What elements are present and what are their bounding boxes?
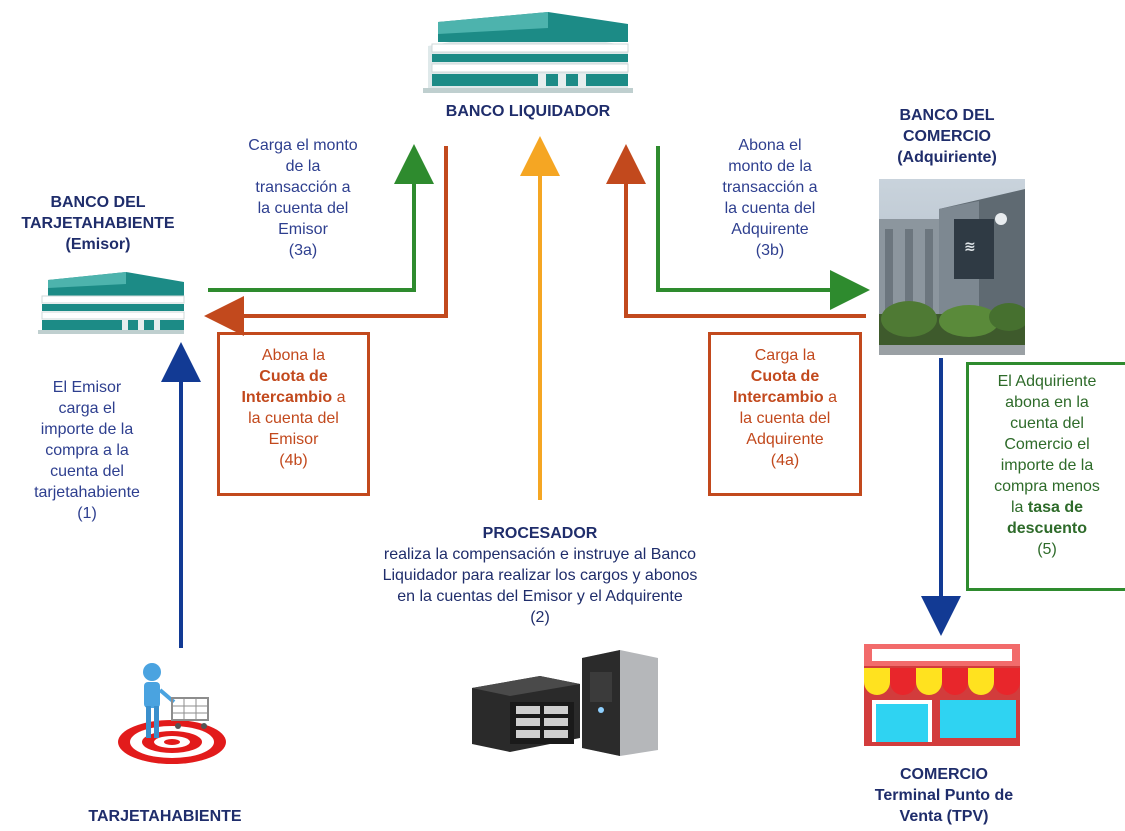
text-line: (3b) [755, 242, 785, 259]
text-line: (4b) [279, 452, 308, 469]
text-line: Emisor [268, 431, 319, 448]
procesador-description: realiza la compensación e instruye al Ba… [330, 544, 750, 628]
store-awning [864, 668, 1020, 695]
emisor-bank-icon [38, 272, 185, 334]
text-line: Adquirente [731, 221, 809, 238]
bold-text: Intercambio [241, 389, 333, 406]
text-line: abona en la [1005, 394, 1089, 411]
banco-comercio-title: BANCO DEL COMERCIO (Adquiriente) [872, 105, 1022, 168]
arrow-3a [208, 144, 434, 292]
text-line: compra menos [994, 478, 1100, 495]
arrow-4a [606, 144, 866, 318]
title-line: BANCO DEL [50, 194, 146, 211]
text-line: Liquidador para realizar los cargos y ab… [382, 567, 698, 584]
arrow-4b [204, 146, 448, 336]
step-4a-box: Carga la Cuota de Intercambio a la cuent… [708, 332, 862, 496]
text-line: (1) [77, 505, 97, 522]
arrow-3b [656, 146, 870, 310]
title-line: (Adquiriente) [897, 149, 997, 166]
text-line: transacción a [722, 179, 818, 196]
text-line: la cuenta del [248, 410, 339, 427]
text-line: Comercio el [1004, 436, 1090, 453]
text-line: (3a) [288, 242, 318, 259]
text-pre: la [1010, 499, 1024, 516]
cardholder-shopping-icon [118, 663, 226, 764]
title-line: (Emisor) [65, 236, 131, 253]
text-line: compra a la [45, 442, 129, 459]
text-line: Abona el [738, 137, 802, 154]
text-line: Adquirente [746, 431, 824, 448]
banco-liquidador-title: BANCO LIQUIDADOR [445, 103, 611, 120]
text-line: la tasa de [969, 497, 1125, 518]
text-line: la cuenta del [739, 410, 831, 427]
title-line: COMERCIO [903, 128, 991, 145]
text-line: Cuota de [750, 368, 820, 385]
text-line: El Emisor [52, 379, 122, 396]
text-line: Carga el monto [248, 137, 358, 154]
text-line: descuento [1006, 520, 1087, 537]
procesador-title: PROCESADOR [482, 525, 598, 542]
store-icon [864, 644, 1020, 746]
text-line: de la [285, 158, 321, 175]
text-line: Emisor [278, 221, 328, 238]
text-line: El Adquiriente [997, 373, 1097, 390]
text-line: Carga la [754, 347, 816, 364]
text-line: importe de la [40, 421, 134, 438]
text-line: realiza la compensación e instruye al Ba… [383, 546, 697, 563]
text-line: (2) [530, 609, 550, 626]
title-line: BANCO DEL [899, 107, 995, 124]
text-line: la cuenta del [724, 200, 816, 217]
svg-text:≋: ≋ [964, 239, 976, 255]
step-5-box: El Adquiriente abona en la cuenta del Co… [966, 362, 1125, 591]
step-5-label: El Adquiriente abona en la cuenta del Co… [969, 371, 1125, 560]
step-4b-label: Abona la Cuota de Intercambio a la cuent… [220, 345, 367, 471]
text-line: monto de la [728, 158, 812, 175]
text-line: Intercambio a [711, 387, 859, 408]
tarjetahabiente-title: TARJETAHABIENTE [88, 808, 242, 825]
step-1-label: El Emisor carga el importe de la compra … [12, 377, 162, 524]
text-line: (5) [1037, 541, 1057, 558]
text-tail: a [828, 389, 838, 406]
text-line: (4a) [770, 452, 800, 469]
step-4b-box: Abona la Cuota de Intercambio a la cuent… [217, 332, 370, 496]
banco-tarjetahabiente-title: BANCO DEL TARJETAHABIENTE (Emisor) [8, 192, 188, 255]
text-line: cuenta del [1010, 415, 1084, 432]
text-line: Cuota de [259, 368, 328, 385]
text-line: la cuenta del [257, 200, 349, 217]
text-line: en la cuentas del Emisor y el Adquirente [397, 588, 683, 605]
comercio-title: COMERCIO Terminal Punto de Venta (TPV) [844, 764, 1044, 827]
step-3a-label: Carga el monto de la transacción a la cu… [218, 135, 388, 261]
title-line: COMERCIO [900, 766, 988, 783]
title-line: Terminal Punto de [874, 787, 1014, 804]
title-line: TARJETAHABIENTE [21, 215, 175, 232]
step-3b-label: Abona el monto de la transacción a la cu… [690, 135, 850, 261]
bank-photo-icon: ≋ [879, 179, 1025, 355]
server-icon [472, 650, 658, 756]
text-tail: a [336, 389, 346, 406]
text-line: cuenta del [50, 463, 124, 480]
title-line: Venta (TPV) [899, 808, 989, 825]
bank-building-icon [423, 12, 633, 93]
text-line: Intercambio a [220, 387, 367, 408]
text-line: carga el [58, 400, 116, 417]
bold-text: tasa de [1027, 499, 1084, 516]
text-line: importe de la [1000, 457, 1094, 474]
text-line: tarjetahabiente [34, 484, 140, 501]
text-line: transacción a [255, 179, 351, 196]
bold-text: Intercambio [732, 389, 824, 406]
text-line: Abona la [261, 347, 326, 364]
step-4a-label: Carga la Cuota de Intercambio a la cuent… [711, 345, 859, 471]
